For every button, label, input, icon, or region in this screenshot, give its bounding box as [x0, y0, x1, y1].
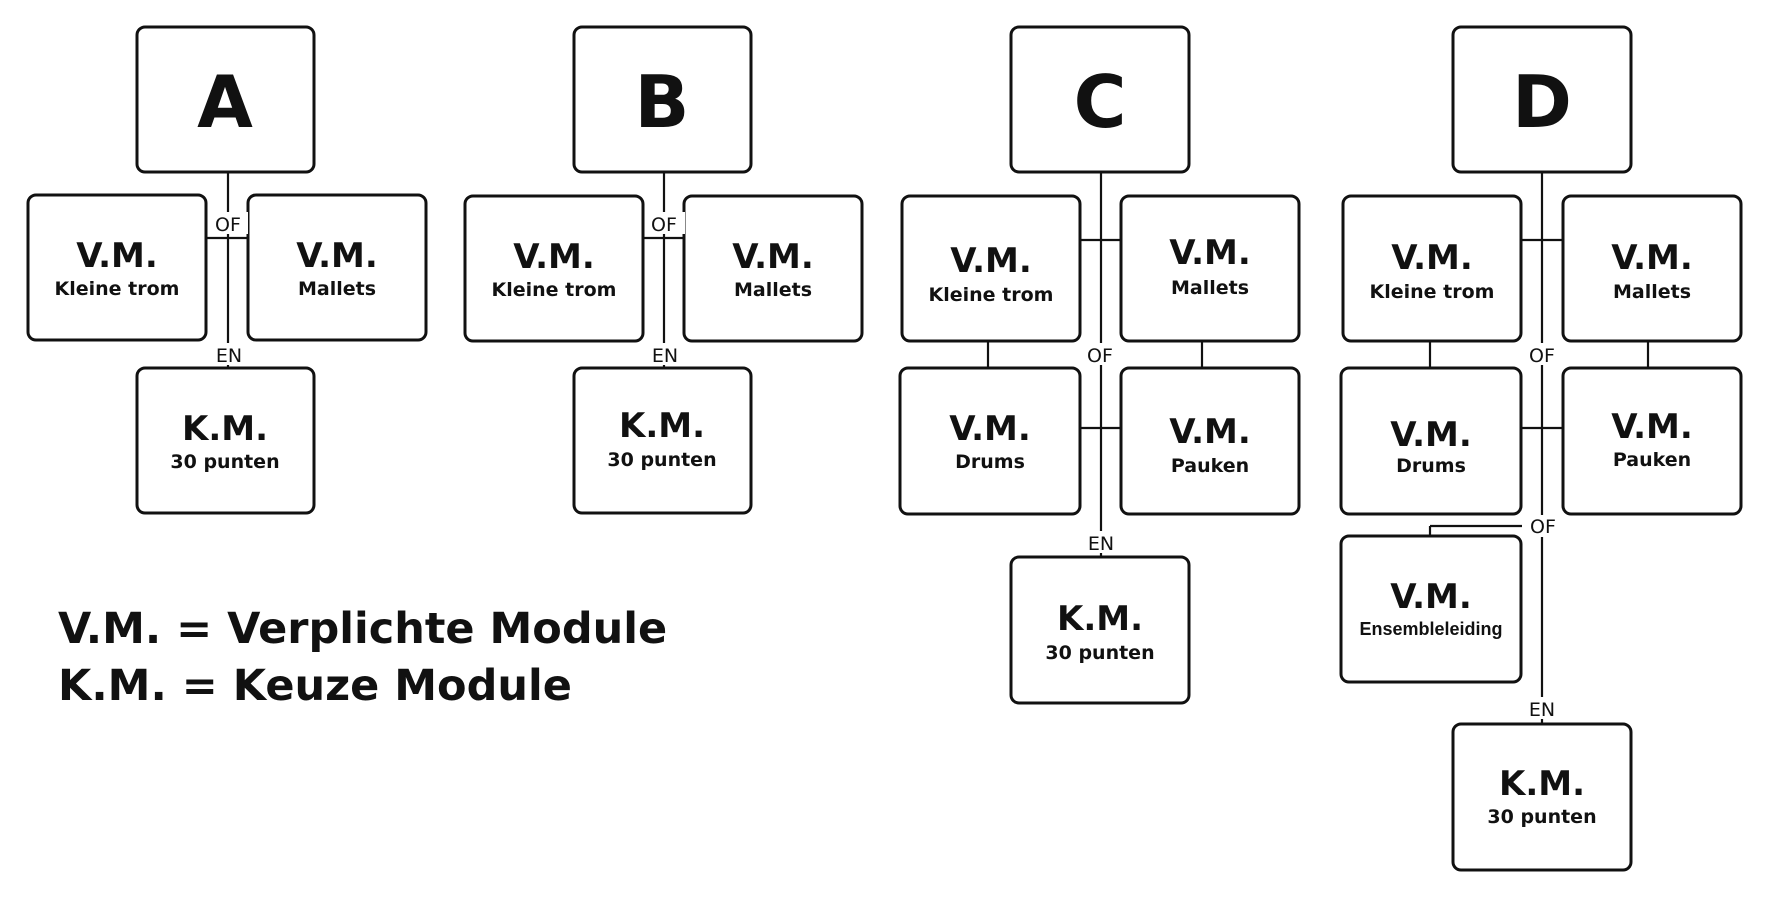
module-type: V.M.: [1169, 412, 1251, 452]
module-name: 30 punten: [1045, 642, 1154, 664]
legend: V.M. = Verplichte Module K.M. = Keuze Mo…: [58, 604, 667, 711]
letter-box-c: [1009, 25, 1191, 174]
column-a: A V.M. Kleine trom V.M. Mallets OF EN K.…: [26, 25, 428, 515]
or-label: OF: [1529, 345, 1555, 367]
module-type: V.M.: [1391, 238, 1473, 278]
module-box-keuze: [1451, 722, 1633, 872]
column-d: D V.M. Kleine trom V.M. Mallets OF V.M. …: [1339, 25, 1743, 872]
column-letter: D: [1512, 60, 1572, 144]
letter-box-b: [572, 25, 753, 174]
module-type: V.M.: [732, 237, 814, 277]
module-box-kleine-trom: [26, 193, 208, 342]
module-name: Mallets: [1613, 281, 1691, 303]
module-type: V.M.: [1390, 577, 1472, 617]
module-box-ensembleleiding: [1339, 534, 1523, 684]
column-letter: A: [197, 60, 253, 144]
module-type: V.M.: [1169, 233, 1251, 273]
letter-box-a: [135, 25, 316, 174]
module-type: V.M.: [513, 237, 595, 277]
module-box-mallets: [1561, 194, 1743, 343]
module-type: K.M.: [619, 406, 705, 446]
or-label: OF: [651, 214, 677, 236]
module-name: 30 punten: [1487, 806, 1596, 828]
or-label: OF: [215, 214, 241, 236]
and-label: EN: [1088, 533, 1114, 555]
module-name: Mallets: [734, 279, 812, 301]
column-c: C V.M. Kleine trom V.M. Mallets OF V.M. …: [898, 25, 1301, 705]
module-name: Kleine trom: [929, 284, 1054, 306]
module-name: Drums: [955, 451, 1025, 473]
module-type: K.M.: [182, 409, 268, 449]
legend-line-vm: V.M. = Verplichte Module: [58, 604, 667, 654]
module-name: Mallets: [298, 278, 376, 300]
module-box-mallets: [1119, 194, 1301, 343]
module-name: Kleine trom: [492, 279, 617, 301]
module-name: 30 punten: [170, 451, 279, 473]
module-box-keuze: [135, 366, 316, 515]
module-box-pauken: [1561, 366, 1743, 516]
module-name: Pauken: [1171, 455, 1249, 477]
module-type: V.M.: [949, 409, 1031, 449]
module-name: 30 punten: [607, 449, 716, 471]
module-name: Kleine trom: [55, 278, 180, 300]
module-name: Drums: [1396, 455, 1466, 477]
module-box-kleine-trom: [900, 194, 1082, 343]
and-label: EN: [652, 345, 678, 367]
module-box-keuze: [572, 366, 753, 515]
letter-box-d: [1451, 25, 1633, 174]
module-box-keuze: [1009, 555, 1191, 705]
module-box-kleine-trom: [463, 194, 645, 343]
and-label: EN: [1529, 699, 1555, 721]
module-box-drums: [898, 366, 1082, 516]
module-name: Kleine trom: [1370, 281, 1495, 303]
legend-line-km: K.M. = Keuze Module: [58, 661, 572, 711]
and-label: EN: [216, 345, 242, 367]
module-name: Mallets: [1171, 277, 1249, 299]
column-letter: B: [635, 60, 690, 144]
column-b: B V.M. Kleine trom V.M. Mallets OF EN K.…: [463, 25, 864, 515]
or-label: OF: [1087, 345, 1113, 367]
module-type: V.M.: [950, 241, 1032, 281]
module-type: V.M.: [296, 236, 378, 276]
module-type: V.M.: [76, 236, 158, 276]
module-type: V.M.: [1611, 407, 1693, 447]
or-label: OF: [1530, 516, 1556, 538]
module-box-pauken: [1119, 366, 1301, 516]
module-type: V.M.: [1611, 238, 1693, 278]
module-name: Ensembleleiding: [1359, 619, 1502, 639]
column-letter: C: [1074, 60, 1127, 144]
module-name: Pauken: [1613, 449, 1691, 471]
module-box-drums: [1339, 366, 1523, 516]
module-box-mallets: [682, 194, 864, 343]
module-type: V.M.: [1390, 415, 1472, 455]
module-type: K.M.: [1057, 599, 1143, 639]
module-type: K.M.: [1499, 764, 1585, 804]
module-box-kleine-trom: [1341, 194, 1523, 343]
module-box-mallets: [246, 193, 428, 342]
